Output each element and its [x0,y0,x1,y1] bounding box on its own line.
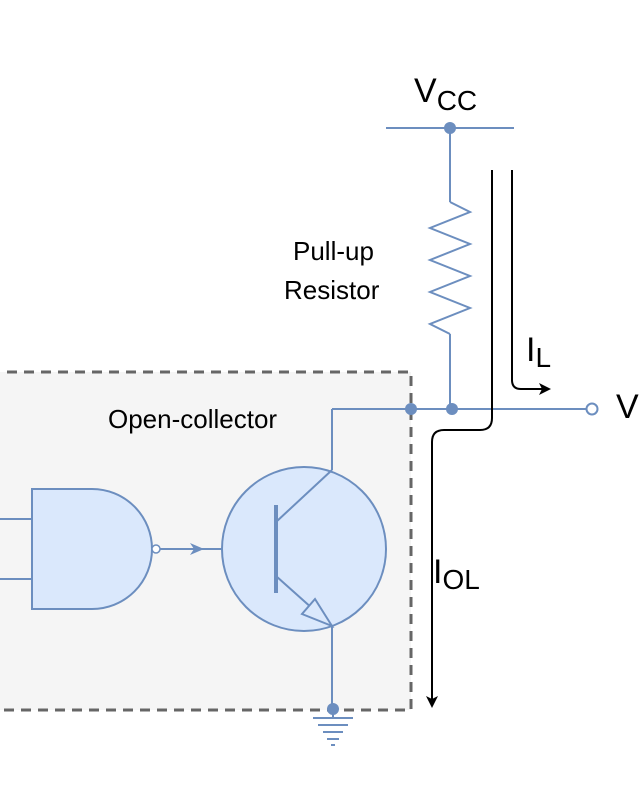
vcc-label: VCC [414,72,477,116]
output-label: V [616,388,639,426]
box-label: Open-collector [108,404,277,434]
and-gate-output-bubble [151,544,161,554]
il-current-arrow [511,170,551,395]
pullup-resistor [427,201,473,335]
transistor-collector [275,469,333,523]
pullup-label-line1: Pull-up [293,236,374,266]
npn-transistor-body [221,466,387,632]
iol-current-arrow [426,170,493,708]
output-terminal [585,402,599,416]
pullup-label-line2: Resistor [284,275,380,305]
transistor-emitter-arrow [300,597,335,629]
and-gate [31,488,153,610]
iol-label: IOL [433,553,480,595]
il-label: IL [526,331,551,373]
output-junction [446,403,458,415]
ground-icon [313,709,353,746]
box-edge-junction [405,403,417,415]
